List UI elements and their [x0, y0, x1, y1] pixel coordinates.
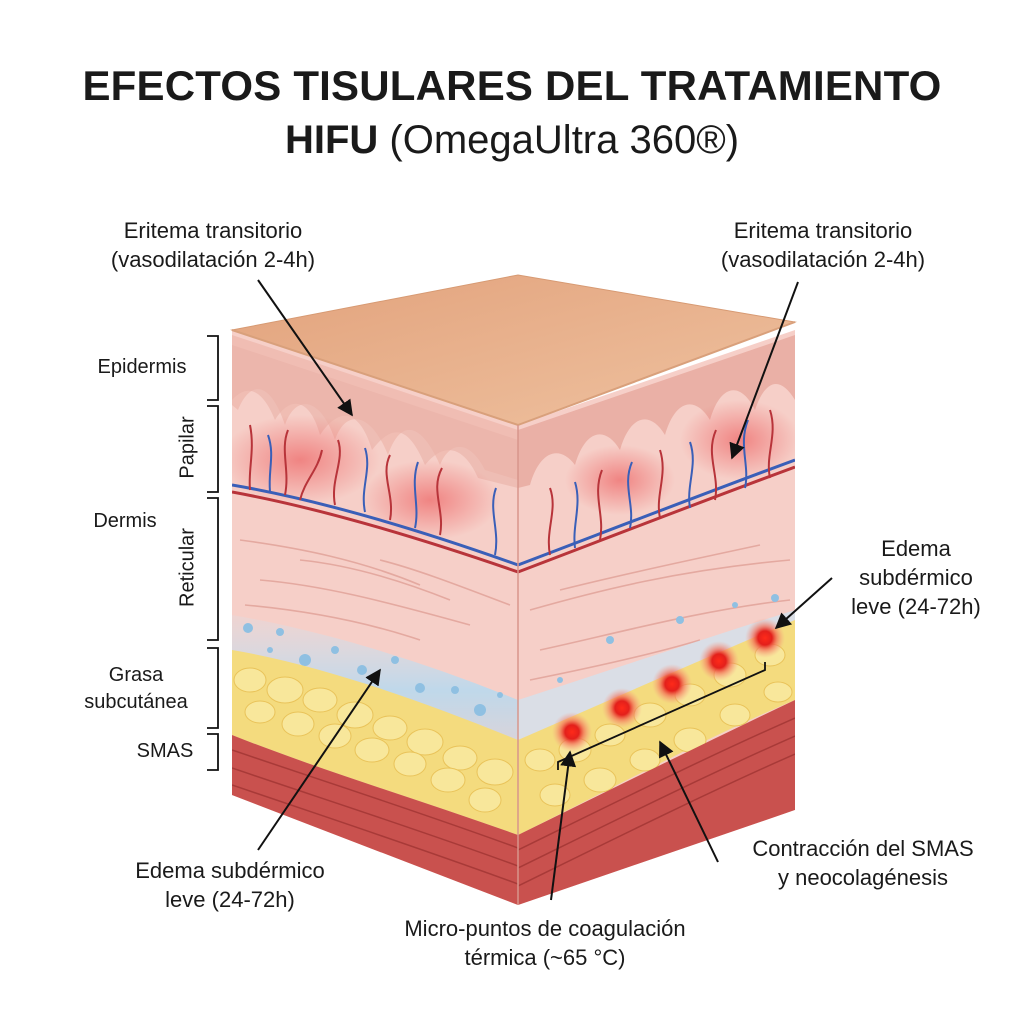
layer-brackets: [207, 335, 219, 771]
title-line-1: EFECTOS TISULARES DEL TRATAMIENTO: [82, 62, 942, 109]
label-epidermis: Epidermis: [97, 356, 187, 378]
coagulation-point: [652, 664, 692, 704]
left-face: [232, 330, 518, 905]
title-hifu: HIFU: [284, 118, 379, 162]
title-line-2: HIFU (OmegaUltra 360®): [0, 118, 1024, 163]
callout-eritema-right: Eritema transitorio (vasodilatación 2-4h…: [720, 218, 926, 272]
label-grasa-subcutanea: Grasa subcutánea: [84, 664, 188, 713]
coagulation-point: [602, 688, 642, 728]
label-dermis: Dermis: [93, 510, 157, 532]
callout-edema-right: Edema subdérmico leve (24-72h): [851, 536, 981, 619]
label-smas: SMAS: [136, 740, 194, 762]
callout-eritema-left: Eritema transitorio (vasodilatación 2-4h…: [110, 218, 316, 272]
callout-micro-puntos: Micro-puntos de coagulación térmica (~65…: [404, 916, 686, 970]
title-device: (OmegaUltra 360®): [378, 118, 740, 162]
coagulation-point: [552, 712, 592, 752]
label-papilar: Papilar: [176, 416, 199, 479]
smas-bracket: [557, 662, 766, 770]
label-reticular: Reticular: [176, 528, 199, 607]
coagulation-point: [699, 641, 739, 681]
callout-arrows: [257, 279, 833, 901]
right-face: [518, 330, 795, 905]
callout-edema-left: Edema subdérmico leve (24-72h): [135, 858, 325, 912]
callout-smas-contraction: Contracción del SMAS y neocolagénesis: [752, 836, 974, 890]
